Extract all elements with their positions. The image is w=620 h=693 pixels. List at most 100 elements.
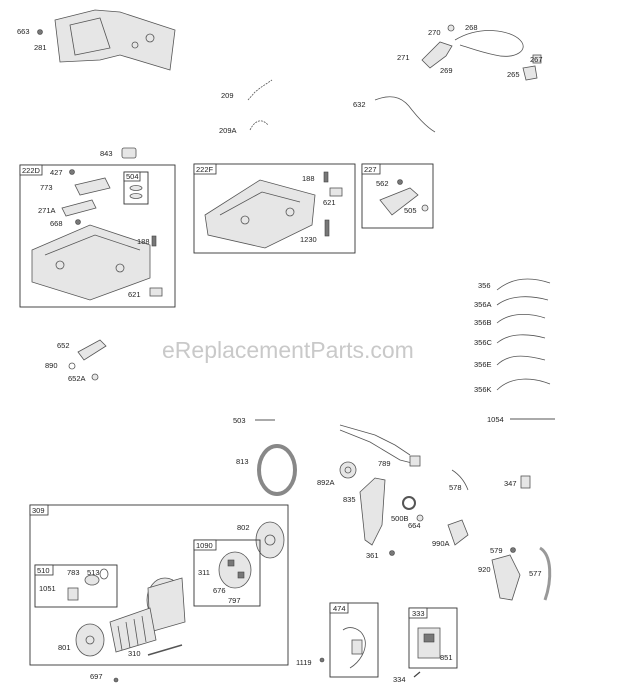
box-222D — [19, 164, 176, 308]
part-188-screw-b[interactable] — [323, 171, 329, 183]
part-500B-gasket[interactable] — [402, 496, 416, 510]
part-356B-cable[interactable] — [496, 314, 546, 324]
label-621a: 621 — [128, 290, 141, 299]
part-579-screw[interactable] — [510, 547, 516, 553]
part-267-clip[interactable] — [532, 54, 542, 64]
part-920-bracket[interactable] — [491, 554, 521, 601]
part-271-lever[interactable] — [421, 41, 453, 69]
label-801: 801 — [58, 643, 71, 652]
part-578-wire[interactable] — [451, 469, 469, 491]
part-209A-spring[interactable] — [249, 120, 269, 131]
part-664-washer[interactable] — [416, 514, 424, 522]
part-801-end-cap[interactable] — [75, 623, 105, 657]
part-starter-housing[interactable] — [146, 577, 186, 633]
label-281: 281 — [34, 43, 47, 52]
label-310: 310 — [128, 649, 141, 658]
box-label-1090: 1090 — [196, 541, 213, 550]
box-label-510: 510 — [37, 566, 50, 575]
part-356K-cable[interactable] — [496, 378, 551, 391]
part-813-band[interactable] — [257, 444, 297, 496]
part-843-cap[interactable] — [121, 147, 137, 159]
part-334-screw[interactable] — [413, 671, 421, 678]
label-676: 676 — [213, 586, 226, 595]
label-188b: 188 — [302, 174, 315, 183]
box-label-227: 227 — [364, 165, 377, 174]
part-271A-lever[interactable] — [61, 199, 97, 217]
part-474-harness[interactable] — [342, 627, 366, 669]
label-621b: 621 — [323, 198, 336, 207]
part-890-spring[interactable] — [68, 362, 76, 370]
label-990A: 990A — [432, 539, 450, 548]
box-label-309: 309 — [32, 506, 45, 515]
label-334: 334 — [393, 675, 406, 684]
part-347-clip[interactable] — [520, 475, 531, 489]
part-773-lever[interactable] — [74, 177, 111, 196]
part-1119-screw[interactable] — [319, 657, 325, 663]
part-789-harness[interactable] — [339, 424, 421, 467]
part-697-screw[interactable] — [113, 677, 119, 683]
part-652A-nut[interactable] — [91, 373, 99, 381]
label-265: 265 — [507, 70, 520, 79]
part-310-bolt[interactable] — [147, 644, 183, 656]
part-361-screw[interactable] — [389, 550, 395, 556]
label-813: 813 — [236, 457, 249, 466]
label-347: 347 — [504, 479, 517, 488]
part-1230-stud[interactable] — [324, 219, 330, 237]
part-562-screw[interactable] — [397, 179, 403, 185]
part-1090-brush-holder[interactable] — [218, 551, 252, 589]
label-311: 311 — [198, 568, 210, 577]
part-356-cable[interactable] — [496, 278, 551, 291]
label-356C: 356C — [474, 338, 493, 347]
label-652A: 652A — [68, 374, 86, 383]
part-577-cable[interactable] — [539, 546, 552, 601]
part-663-screw[interactable] — [37, 29, 43, 35]
part-835-bracket[interactable] — [359, 477, 386, 546]
label-356E: 356E — [474, 360, 492, 369]
part-356E-cable[interactable] — [496, 355, 546, 366]
part-188-screw-a[interactable] — [151, 235, 157, 247]
label-271A: 271A — [38, 206, 56, 215]
part-333-module[interactable] — [417, 627, 441, 659]
label-356A: 356A — [474, 300, 492, 309]
box-510 — [34, 564, 118, 608]
part-222D-bracket[interactable] — [31, 224, 151, 301]
part-268-cable[interactable] — [454, 30, 524, 57]
part-504-washers[interactable] — [129, 185, 143, 199]
part-427-screw[interactable] — [69, 169, 75, 175]
part-621-clip-a[interactable] — [149, 287, 163, 297]
part-265-bracket[interactable] — [522, 65, 538, 81]
label-209: 209 — [221, 91, 234, 100]
label-843: 843 — [100, 149, 113, 158]
label-920: 920 — [478, 565, 491, 574]
label-268: 268 — [465, 23, 478, 32]
part-270-nut[interactable] — [447, 24, 455, 32]
part-281-bracket[interactable] — [54, 9, 176, 71]
part-802-cover[interactable] — [255, 521, 285, 559]
label-652: 652 — [57, 341, 70, 350]
label-773: 773 — [40, 183, 53, 192]
label-835: 835 — [343, 495, 356, 504]
part-990A-switch[interactable] — [447, 519, 469, 546]
label-783: 783 — [67, 568, 80, 577]
label-356: 356 — [478, 281, 491, 290]
part-armature[interactable] — [109, 607, 157, 653]
part-227-lever[interactable] — [379, 187, 419, 216]
part-510-drive[interactable] — [67, 568, 109, 601]
label-503: 503 — [233, 416, 246, 425]
part-621-clip-b[interactable] — [329, 187, 343, 197]
box-222F — [193, 163, 356, 254]
part-209-spring[interactable] — [247, 79, 273, 101]
part-668-screw[interactable] — [75, 219, 81, 225]
part-505-nut[interactable] — [421, 204, 429, 212]
part-632-wire[interactable] — [374, 96, 436, 133]
part-356C-cable[interactable] — [496, 334, 546, 344]
label-1051: 1051 — [39, 584, 56, 593]
part-652-lever[interactable] — [77, 339, 107, 361]
box-333 — [408, 607, 458, 669]
part-356A-cable[interactable] — [496, 296, 549, 306]
part-892A-rectifier[interactable] — [339, 461, 357, 479]
part-222F-bracket[interactable] — [204, 179, 316, 249]
label-789: 789 — [378, 459, 391, 468]
